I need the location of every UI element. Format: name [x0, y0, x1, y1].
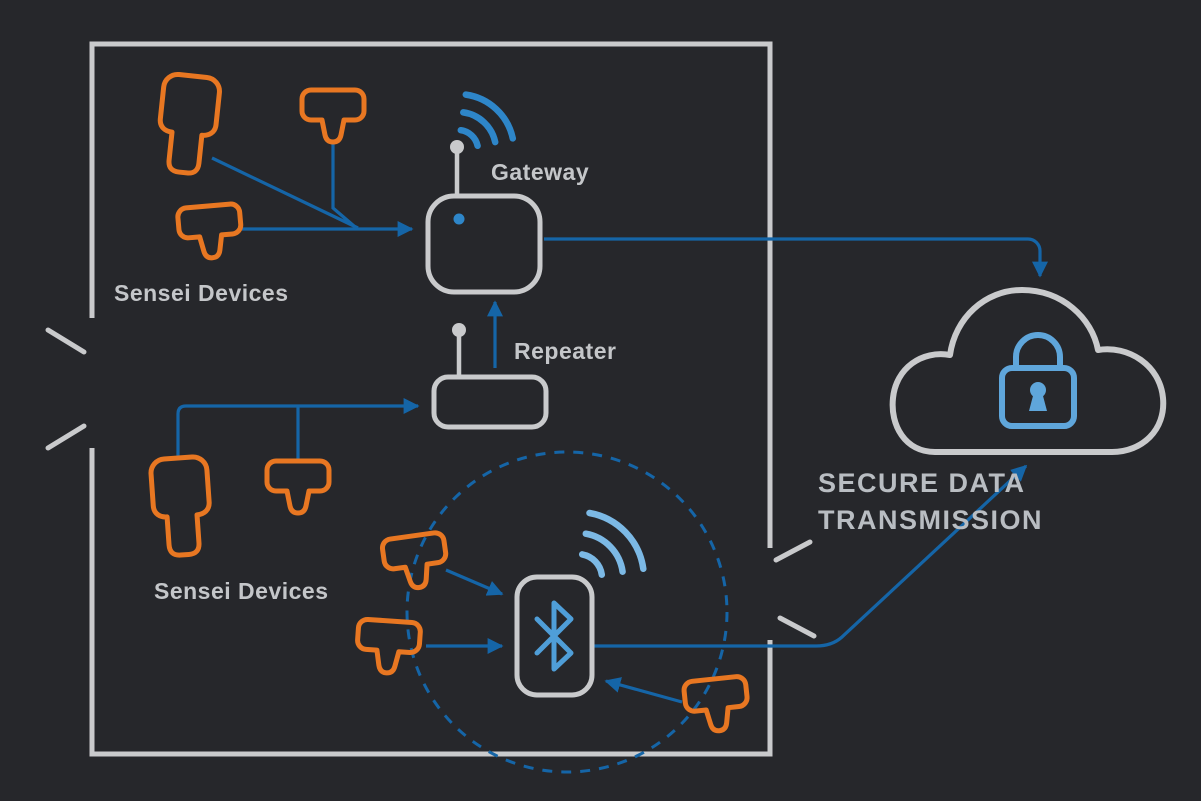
- wall-break-mark: [45, 423, 87, 451]
- cloud-icon: [889, 287, 1167, 455]
- bluetooth-range-circle: [405, 450, 729, 774]
- sensor-to-bluetooth-arrow: [604, 677, 683, 704]
- building-outline: [45, 41, 817, 757]
- secure-data-label-line1: SECURE DATA: [818, 468, 1026, 498]
- bluetooth-to-cloud-arrow: [594, 464, 1028, 648]
- sensor-probe-icon: [150, 456, 213, 557]
- sensor-tag-icon: [177, 203, 243, 260]
- sensor-to-gateway-line: [211, 156, 359, 230]
- bluetooth-hub-body: [514, 574, 595, 698]
- repeater-body: [431, 374, 549, 430]
- sensor-to-gateway-line: [331, 144, 356, 228]
- wall-break-mark: [777, 615, 817, 639]
- gateway-to-cloud-arrow: [544, 237, 1048, 278]
- sensei-devices-label-bottom: Sensei Devices: [154, 578, 329, 604]
- sensor-tag-icon: [355, 619, 420, 675]
- secure-cloud: [889, 287, 1167, 455]
- sensor-tag-icon: [302, 90, 364, 142]
- lock-icon: [999, 332, 1077, 429]
- connection-arrows: [176, 144, 1048, 704]
- sensor-probe-icon: [155, 73, 221, 175]
- gateway-body: [425, 193, 543, 295]
- repeater-label: Repeater: [514, 338, 616, 364]
- bluetooth-hub-icon: [514, 509, 647, 698]
- gateway-icon: [425, 91, 543, 295]
- sensor-tag-icon: [267, 461, 329, 513]
- sensor-to-repeater-arrow: [176, 398, 420, 456]
- antenna-knob: [452, 323, 466, 337]
- wifi-waves-icon: [578, 509, 647, 578]
- antenna-knob: [450, 140, 464, 154]
- gateway-led: [453, 213, 465, 225]
- repeater-icon: [431, 323, 549, 430]
- wifi-waves-icon: [457, 91, 517, 150]
- gateway-label: Gateway: [491, 159, 589, 185]
- secure-data-label-line2: TRANSMISSION: [818, 505, 1043, 535]
- wall-break-mark: [773, 539, 813, 563]
- sensei-devices-label-top: Sensei Devices: [114, 280, 289, 306]
- sensor-tag-icon: [683, 676, 750, 734]
- sensor-to-bluetooth-arrow: [445, 568, 504, 596]
- wall-break-mark: [45, 327, 87, 355]
- bluetooth-icon: [534, 600, 574, 672]
